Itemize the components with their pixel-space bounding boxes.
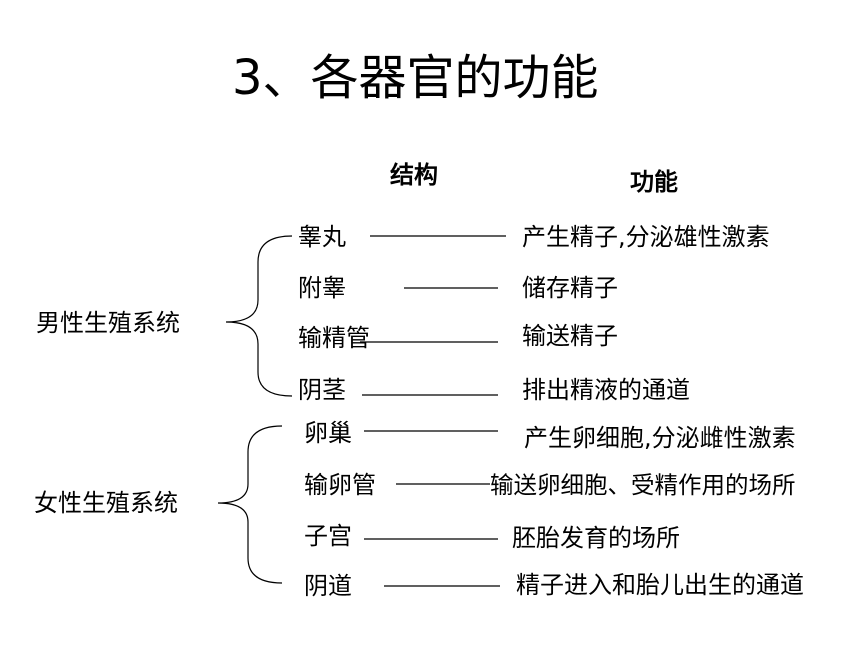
organ-label: 睾丸 xyxy=(298,223,346,251)
female-brace xyxy=(217,425,283,584)
organ-label: 附睾 xyxy=(298,274,346,302)
function-label: 排出精液的通道 xyxy=(522,376,690,404)
function-label: 产生精子,分泌雄性激素 xyxy=(522,223,770,251)
function-label: 储存精子 xyxy=(522,274,618,302)
function-label: 精子进入和胎儿出生的通道 xyxy=(516,571,804,599)
function-label: 输送精子 xyxy=(522,322,618,350)
structure-header: 结构 xyxy=(390,161,438,189)
female-system-label: 女性生殖系统 xyxy=(34,489,178,517)
function-label: 输送卵细胞、受精作用的场所 xyxy=(490,471,796,499)
organ-label: 输精管 xyxy=(298,324,370,352)
function-label: 胚胎发育的场所 xyxy=(512,524,680,552)
function-header: 功能 xyxy=(630,168,678,196)
page-title: 3、各器官的功能 xyxy=(232,50,599,106)
male-brace xyxy=(225,235,293,397)
organ-label: 输卵管 xyxy=(304,471,376,499)
organ-label: 子宫 xyxy=(304,522,352,550)
organ-label: 阴茎 xyxy=(298,376,346,404)
organ-label: 卵巢 xyxy=(304,419,352,447)
function-label: 产生卵细胞,分泌雌性激素 xyxy=(524,424,796,452)
organ-label: 阴道 xyxy=(304,572,352,600)
male-system-label: 男性生殖系统 xyxy=(36,309,180,337)
